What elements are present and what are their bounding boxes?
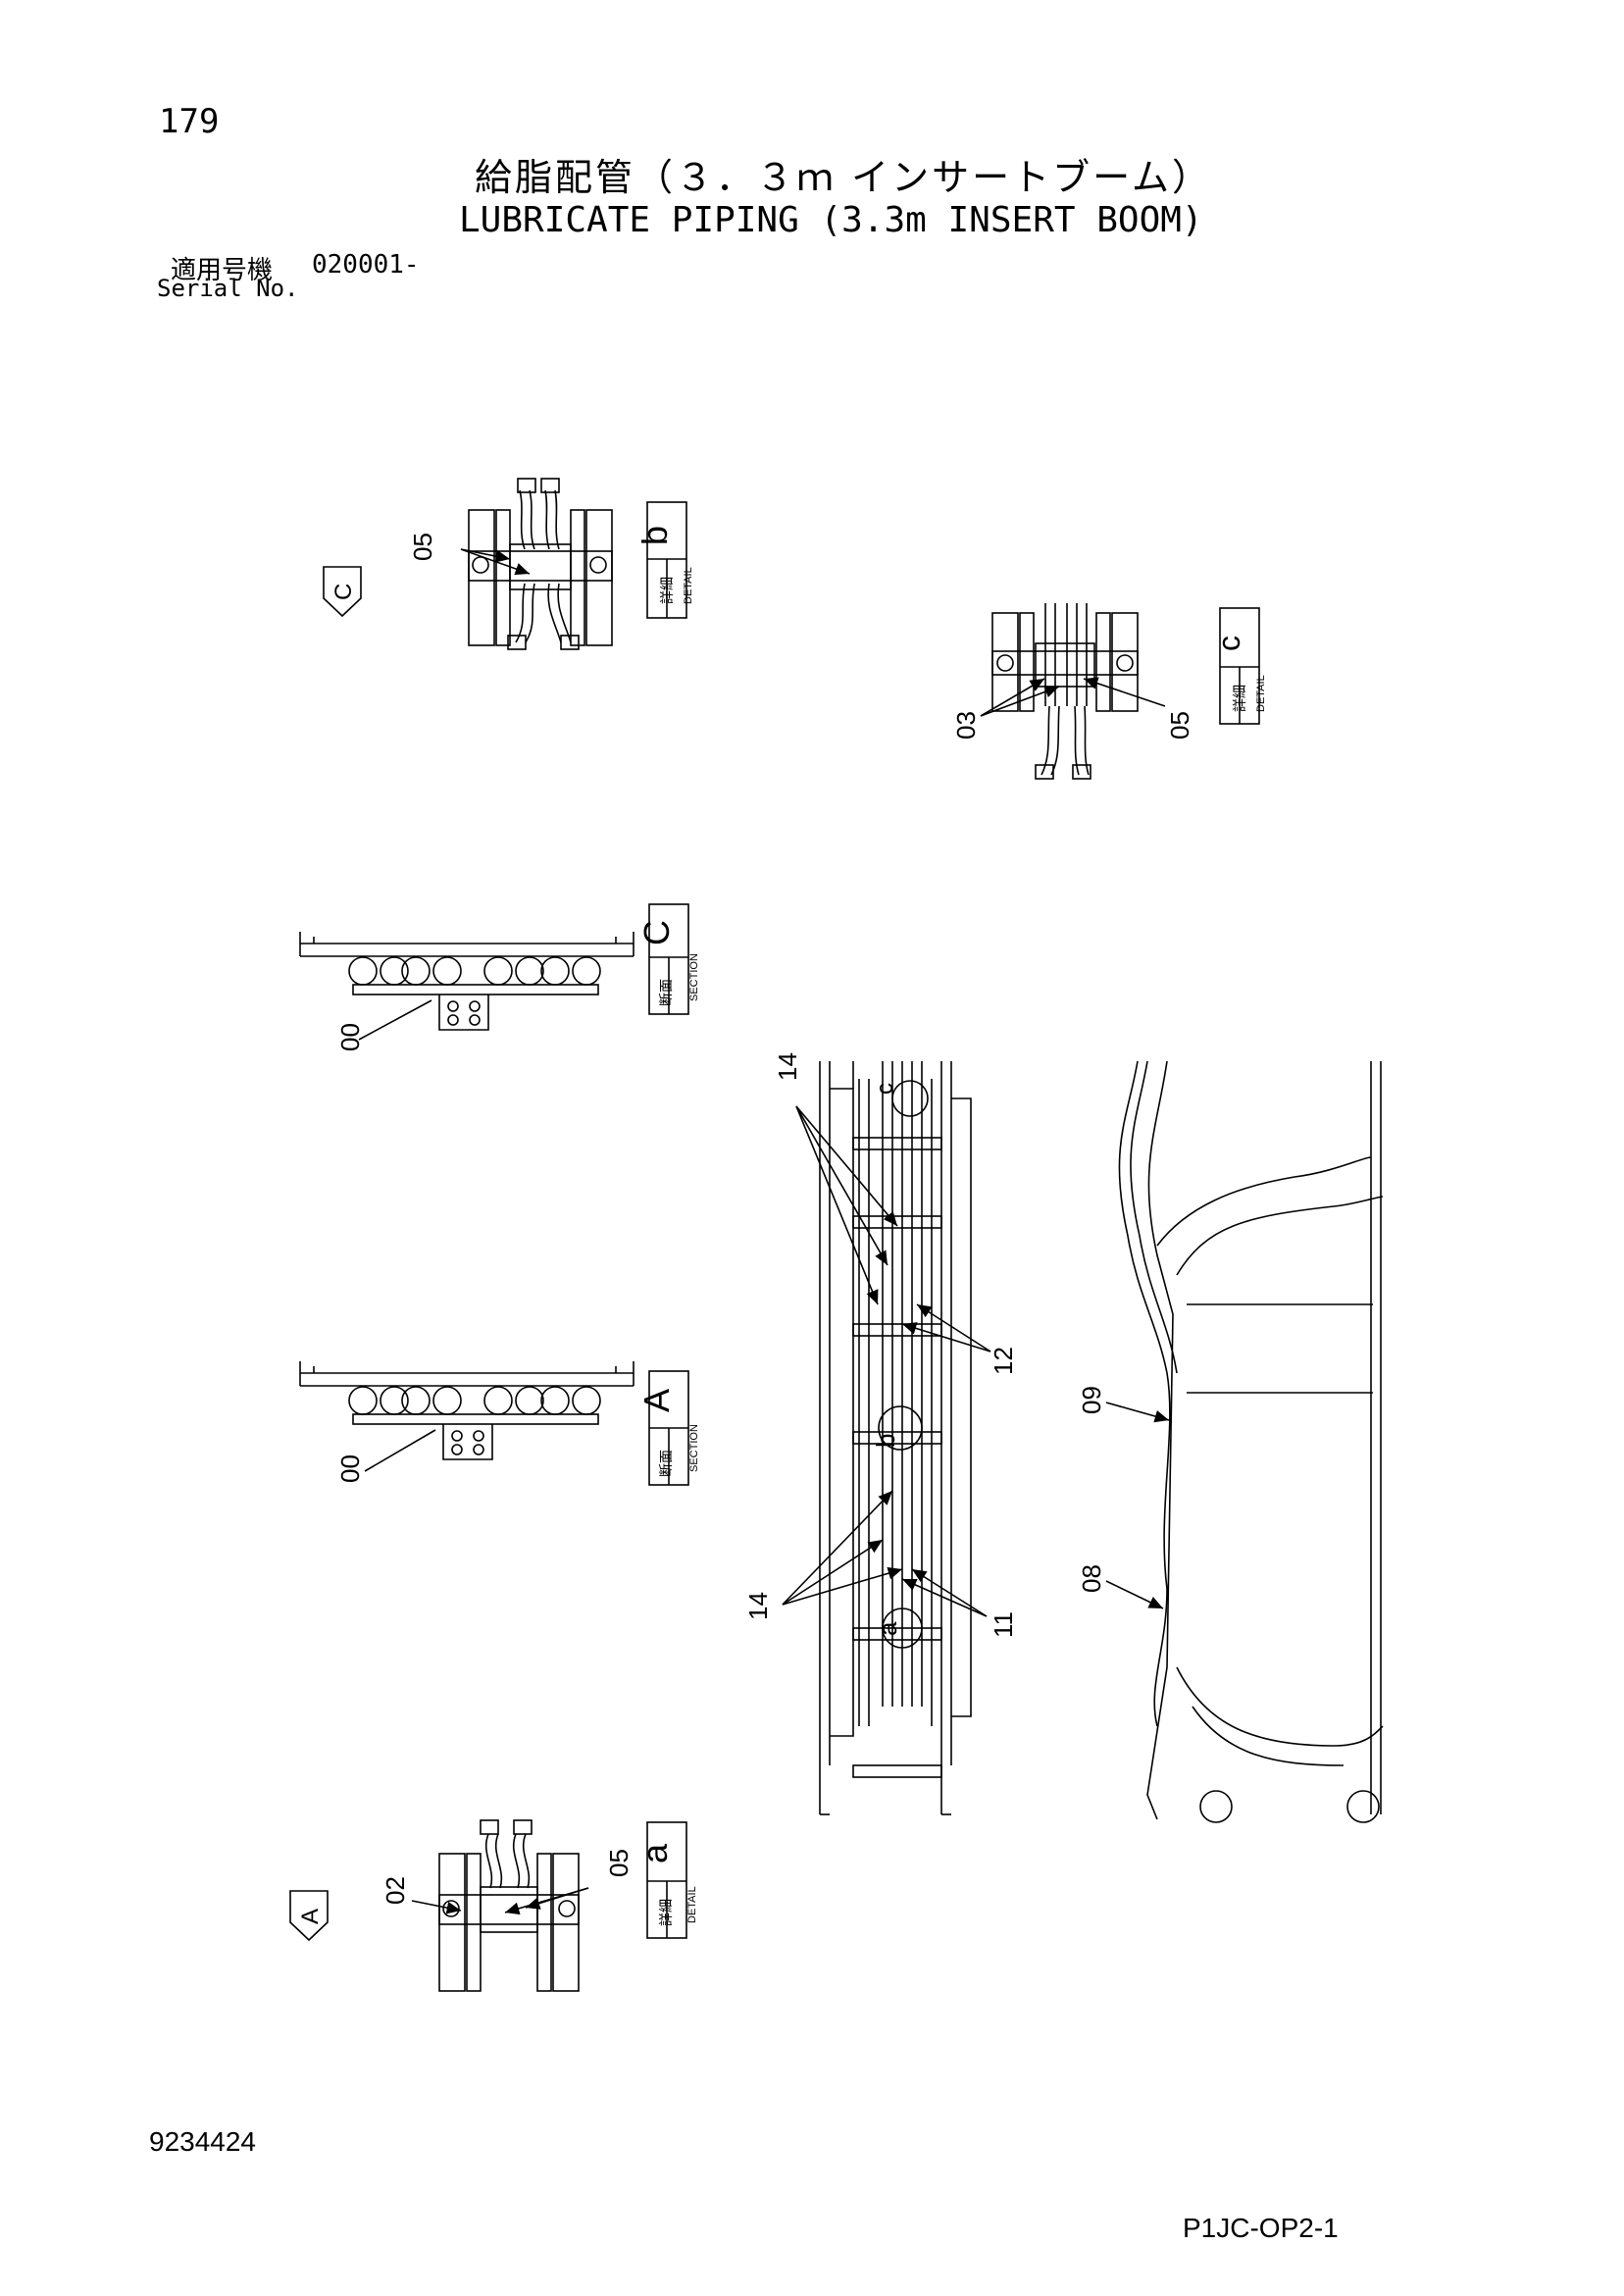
section-c-drawing bbox=[299, 932, 634, 1041]
callout-05-detail-b: 05 bbox=[408, 533, 437, 561]
detail-a-jp: 詳細 bbox=[658, 1899, 674, 1926]
detail-b-jp: 詳細 bbox=[659, 577, 675, 604]
mark-a: a bbox=[873, 1621, 902, 1636]
callout-11: 11 bbox=[989, 1611, 1018, 1638]
serial-value: 020001- bbox=[312, 250, 420, 280]
section-c-jp: 断面 bbox=[658, 979, 674, 1006]
page-number: 179 bbox=[159, 102, 220, 141]
document-number: 9234424 bbox=[149, 2126, 257, 2157]
callout-02-detail-a: 02 bbox=[381, 1876, 410, 1905]
callout-14-bottom: 14 bbox=[743, 1592, 773, 1620]
section-a-letter: A bbox=[636, 1389, 677, 1412]
section-c-letter: C bbox=[636, 920, 677, 945]
callout-05-detail-a: 05 bbox=[604, 1849, 634, 1877]
callout-12: 12 bbox=[989, 1347, 1018, 1375]
detail-b-en: DETAIL bbox=[683, 567, 694, 604]
detail-a-en: DETAIL bbox=[686, 1886, 698, 1923]
callout-14-top: 14 bbox=[773, 1052, 802, 1081]
serial-label-japanese: 適用号機 bbox=[171, 256, 274, 285]
detail-c-drawing bbox=[980, 603, 1166, 780]
page-code: P1JC-OP2-1 bbox=[1183, 2213, 1339, 2243]
section-a-jp: 断面 bbox=[658, 1450, 674, 1477]
section-c-en: SECTION bbox=[688, 953, 700, 1001]
mark-b: b bbox=[871, 1434, 900, 1448]
detail-c-jp: 詳細 bbox=[1232, 685, 1247, 712]
detail-a-drawing bbox=[411, 1819, 589, 1992]
view-a-letter: A bbox=[297, 1909, 324, 1924]
mark-c: c bbox=[872, 1083, 898, 1095]
callout-03-detail-c: 03 bbox=[951, 711, 981, 740]
section-a-en: SECTION bbox=[688, 1424, 700, 1472]
view-arrow-a bbox=[289, 1890, 329, 1942]
view-arrow-c bbox=[323, 566, 362, 618]
detail-b-letter: b bbox=[634, 526, 675, 545]
title-japanese: 給脂配管（３．３ｍ インサートブーム） bbox=[475, 156, 1212, 199]
serial-label-english: Serial No. bbox=[157, 275, 299, 302]
section-a-drawing bbox=[299, 1361, 634, 1472]
title-english: LUBRICATE PIPING (3.3m INSERT BOOM) bbox=[459, 200, 1203, 240]
callout-08: 08 bbox=[1077, 1564, 1106, 1593]
boom-top-view bbox=[782, 1061, 991, 1815]
callout-00-section-c: 00 bbox=[335, 1023, 365, 1051]
view-c-letter: C bbox=[330, 584, 357, 600]
detail-b-drawing bbox=[460, 478, 613, 650]
boom-side-view bbox=[1105, 1060, 1384, 1823]
detail-a-letter: a bbox=[634, 1843, 675, 1863]
callout-09: 09 bbox=[1077, 1386, 1106, 1414]
detail-c-letter: c bbox=[1211, 636, 1246, 651]
callout-05-detail-c: 05 bbox=[1165, 711, 1194, 740]
callout-00-section-a: 00 bbox=[335, 1454, 365, 1483]
detail-c-en: DETAIL bbox=[1255, 675, 1267, 712]
